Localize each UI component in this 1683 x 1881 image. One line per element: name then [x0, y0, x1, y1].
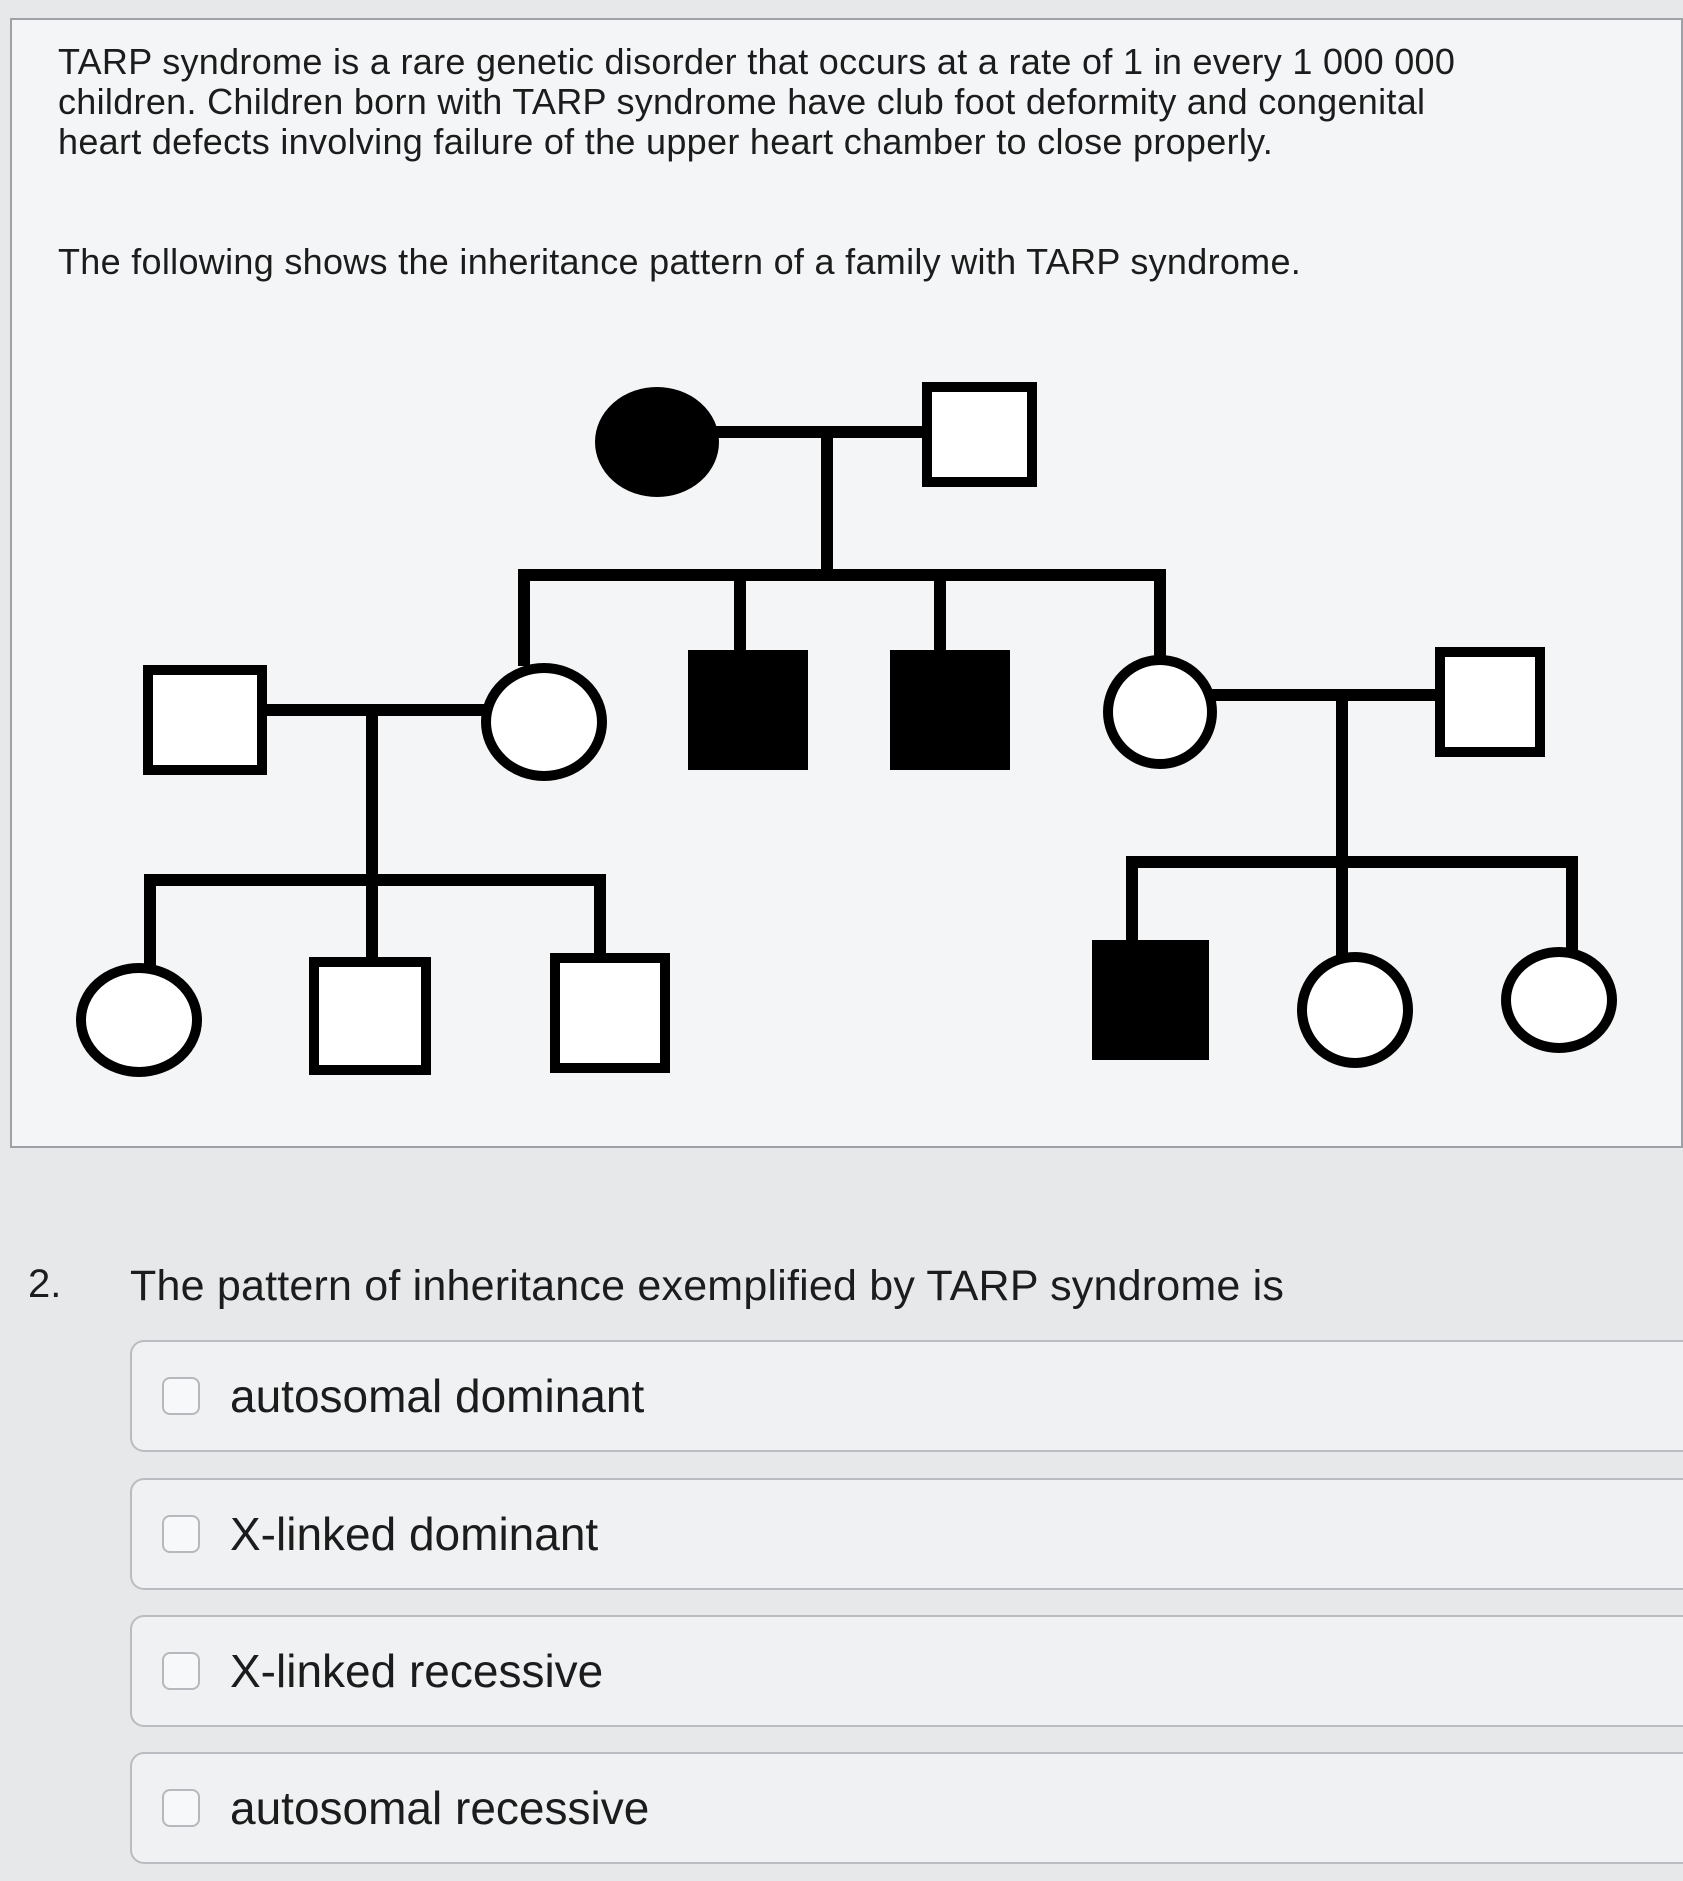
gen3-unaffected-female	[1297, 952, 1413, 1068]
option-label: autosomal dominant	[230, 1370, 645, 1422]
pedigree-lines	[144, 426, 1578, 976]
gen3-unaffected-male	[309, 957, 431, 1075]
gen3-affected-male	[1092, 940, 1209, 1060]
pedigree-lead-text: The following shows the inheritance patt…	[58, 241, 1302, 282]
checkbox-icon[interactable]	[162, 1377, 200, 1415]
gen2-affected-male	[890, 650, 1010, 770]
option-autosomal-recessive[interactable]: autosomal recessive	[130, 1752, 1683, 1864]
intro-paragraph: TARP syndrome is a rare genetic disorder…	[58, 41, 1456, 162]
question-number: 2.	[28, 1262, 62, 1306]
option-label: autosomal recessive	[230, 1782, 650, 1834]
checkbox-icon[interactable]	[162, 1652, 200, 1690]
gen2-unaffected-female	[481, 663, 607, 781]
gen2-unaffected-male-spouse	[1435, 647, 1545, 757]
question-stimulus: TARP syndrome is a rare genetic disorder…	[10, 18, 1683, 1148]
option-x-linked-recessive[interactable]: X-linked recessive	[130, 1615, 1683, 1727]
checkbox-icon[interactable]	[162, 1515, 200, 1553]
question-text: The pattern of inheritance exemplified b…	[130, 1262, 1285, 1310]
option-autosomal-dominant[interactable]: autosomal dominant	[130, 1340, 1683, 1452]
pedigree-chart	[76, 382, 1617, 1077]
gen3-unaffected-female	[1501, 947, 1617, 1053]
pedigree-symbols	[76, 382, 1617, 1077]
gen2-affected-male	[688, 650, 808, 770]
gen1-unaffected-male	[922, 382, 1037, 487]
option-label: X-linked recessive	[230, 1645, 604, 1697]
option-x-linked-dominant[interactable]: X-linked dominant	[130, 1478, 1683, 1590]
gen3-unaffected-male	[550, 953, 670, 1073]
gen2-unaffected-male-spouse	[143, 665, 267, 775]
gen2-unaffected-female	[1103, 655, 1217, 769]
option-label: X-linked dominant	[230, 1508, 599, 1560]
checkbox-icon[interactable]	[162, 1789, 200, 1827]
gen1-affected-female	[595, 387, 719, 497]
gen3-unaffected-female	[76, 963, 202, 1077]
